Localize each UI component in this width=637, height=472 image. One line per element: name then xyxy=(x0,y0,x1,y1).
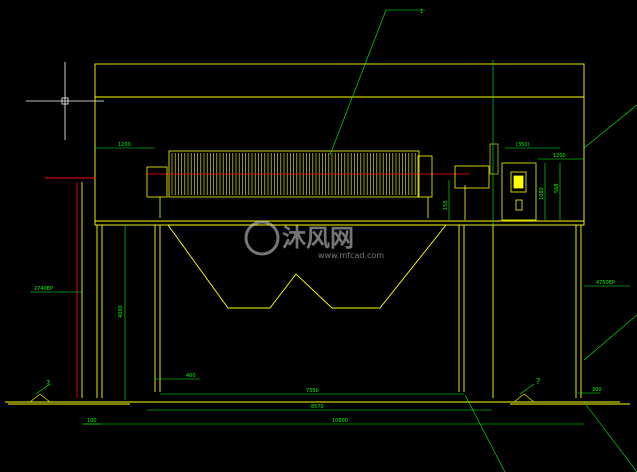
dim-bottom-left: 100 xyxy=(87,418,97,424)
dim-right-1080: 1080 xyxy=(539,187,545,200)
dim-bottom-8570: 8570 xyxy=(311,404,324,410)
dim-right-1200: 1200 xyxy=(553,153,566,159)
dim-center-150: 150 xyxy=(443,200,449,210)
watermark-logo-icon xyxy=(244,220,280,256)
watermark-url: www.mfcad.com xyxy=(318,251,384,260)
dim-left-level: 2740EP xyxy=(34,286,53,292)
building-outline xyxy=(94,63,585,226)
dim-right-568: 568 xyxy=(554,183,560,193)
dim-bottom-right: 300 xyxy=(592,387,602,393)
filter-press xyxy=(146,143,499,220)
marker-right: ? xyxy=(536,377,540,386)
control-cabinet xyxy=(501,162,537,221)
cad-crosshair-cursor xyxy=(26,62,104,140)
support-columns xyxy=(45,177,582,398)
hoppers xyxy=(167,224,447,309)
watermark-brand: 沐风网 xyxy=(282,224,354,252)
dimension-labels: 1 1200 (350) 1200 1080 568 150 4000 400 … xyxy=(34,9,615,424)
ground-line xyxy=(5,401,630,405)
dim-bottom-400: 400 xyxy=(186,373,196,379)
ground-hatch xyxy=(29,393,535,403)
dimension-lines xyxy=(30,9,637,472)
dim-right-350: (350) xyxy=(516,142,529,148)
marker-left: ? xyxy=(46,379,50,388)
dim-left-top: 1200 xyxy=(118,142,131,148)
watermark: 沐风网 www.mfcad.com xyxy=(244,220,384,260)
dim-bottom-10600: 10600 xyxy=(332,418,348,424)
dim-right-level: 4750EP xyxy=(596,280,615,286)
leader-label: 1 xyxy=(420,9,423,15)
dim-bottom-7350: 7350 xyxy=(306,388,319,394)
dim-height-4000: 4000 xyxy=(118,305,124,318)
